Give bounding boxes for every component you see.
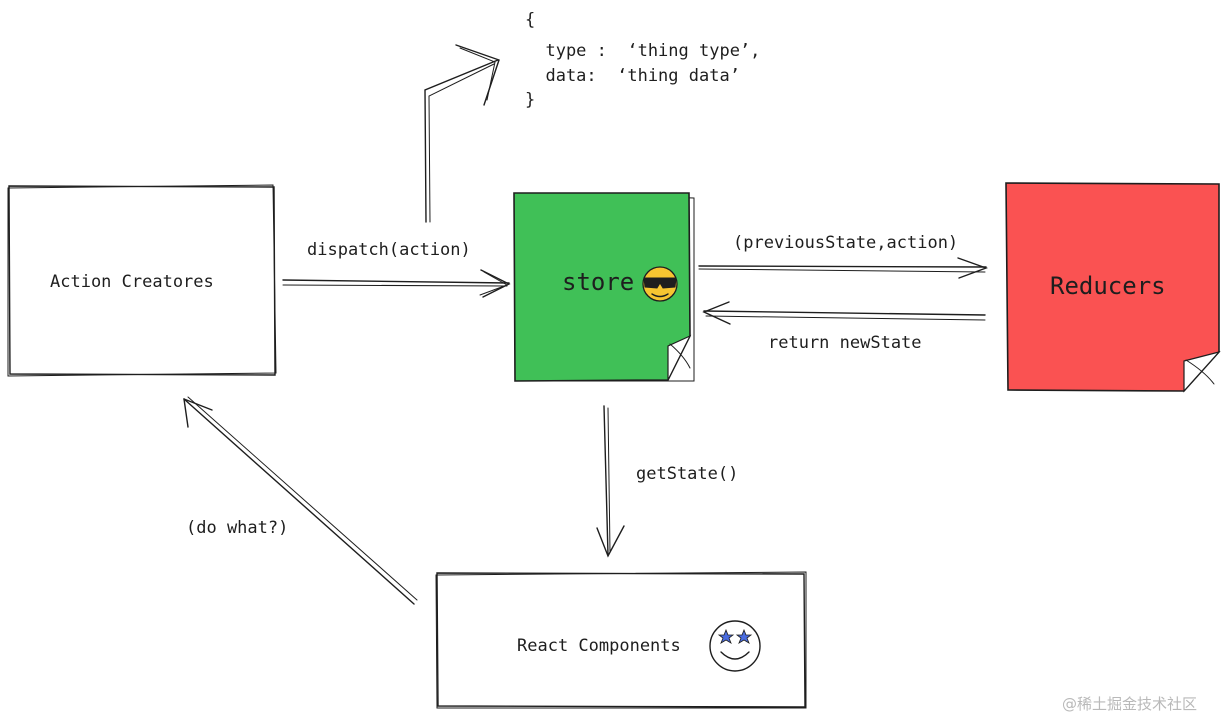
get-state-label: getState() [636, 464, 739, 484]
do-what-arrow [183, 396, 418, 605]
action-creators-label: Action Creatores [50, 272, 214, 292]
star-eyes-face-icon [709, 620, 761, 672]
dispatch-label: dispatch(action) [307, 240, 471, 260]
previous-state-action-label: (previousState,action) [733, 233, 959, 253]
reducers-label: Reducers [1050, 272, 1166, 300]
to-reducers-arrow [698, 257, 989, 279]
action-object-line-3: data: ‘thing data’ [525, 66, 740, 86]
action-object-arrow [424, 44, 500, 223]
dispatch-arrow [282, 269, 511, 298]
action-object-line-2: type : ‘thing type’, [525, 41, 761, 61]
action-object-line-4: } [525, 90, 536, 110]
store-note [513, 192, 695, 382]
react-components-box [435, 571, 807, 709]
get-state-arrow [596, 405, 625, 558]
from-reducers-arrow [702, 301, 986, 325]
sunglasses-emoji-icon [642, 266, 678, 302]
react-components-label: React Components [517, 636, 681, 656]
store-label: store [562, 268, 635, 296]
watermark: @稀土掘金技术社区 [1062, 695, 1198, 713]
reducers-note [1005, 182, 1221, 393]
action-object-line-1: { [525, 10, 536, 30]
action-creators-box [7, 184, 277, 377]
return-new-state-label: return newState [768, 333, 922, 353]
do-what-label: (do what?) [186, 518, 289, 538]
